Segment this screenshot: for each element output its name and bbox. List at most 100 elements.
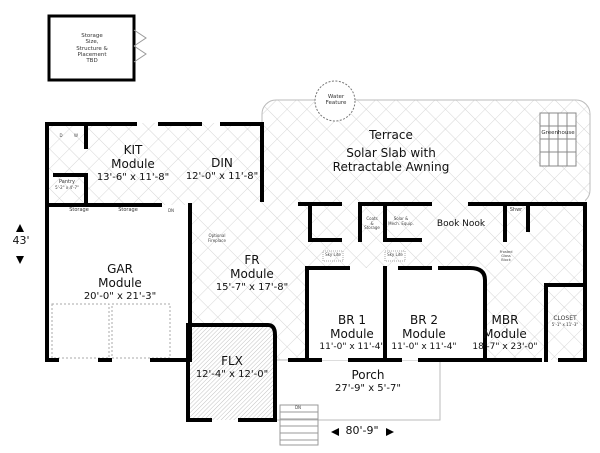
- flx-room-label: FLX 12'-4" x 12'-0": [195, 354, 269, 380]
- storage-label: Storage: [118, 207, 138, 213]
- room-name: BR 1: [337, 313, 367, 327]
- width-dimension: 80'-9": [345, 424, 379, 437]
- shed-door: [133, 29, 147, 63]
- depth-dimension: 43': [12, 234, 30, 247]
- terrace-label: Terrace Solar Slab with Retractable Awni…: [332, 128, 450, 174]
- garage-floor: [47, 218, 188, 358]
- label-line: Solar Slab with: [346, 145, 436, 160]
- br1-room-label: BR 1 Module 11'-0" x 11'-4": [319, 313, 385, 352]
- width-arrow-left-icon: [331, 428, 339, 436]
- room-name: CLOSET: [553, 315, 577, 322]
- solar-mech-label: Solar &Mech. Equip.: [388, 216, 414, 226]
- porch-floor: [274, 359, 441, 421]
- room-name: Terrace: [369, 128, 413, 142]
- din-room-label: DIN 12'-0" x 11'-8": [185, 156, 259, 182]
- room-name: BR 2: [409, 313, 439, 327]
- kitchen-floor: [45, 123, 190, 205]
- room-dims: 18'-7" x 23'-0": [472, 341, 538, 352]
- room-dims: 13'-6" x 11'-8": [96, 171, 170, 183]
- room-module: Module: [402, 326, 446, 341]
- room-name: KIT: [123, 143, 143, 157]
- room-dims: 12'-4" x 12'-0": [195, 368, 269, 380]
- fr-room-label: FR Module 15'-7" x 17'-8": [215, 253, 289, 293]
- mbr-room-label: MBR Module 18'-7" x 23'-0": [472, 313, 538, 352]
- shed-line: Placement: [77, 51, 107, 58]
- bedroom-floor: [307, 268, 485, 360]
- garage-door: [111, 303, 171, 359]
- room-dims: 5'-2" x 4'-7": [55, 184, 79, 190]
- depth-arrow-up-icon: [16, 224, 24, 232]
- storage-shed: [47, 14, 136, 82]
- room-module: Module: [98, 275, 142, 290]
- flx-floor: [188, 325, 275, 420]
- porch-stairs: [279, 404, 319, 446]
- room-dims: 5'-1" x 11'-3": [551, 321, 579, 327]
- down-stair-label: DN: [167, 208, 175, 213]
- room-name: GAR: [107, 262, 133, 276]
- label-line: Fireplace: [208, 237, 226, 243]
- shed-line: Storage: [81, 33, 103, 39]
- room-dims: 11'-0" x 11'-4": [391, 341, 457, 352]
- room-name: DIN: [211, 156, 233, 170]
- shower-label: Shwr: [509, 207, 523, 213]
- garage-door: [51, 303, 110, 359]
- skylite-label: Sky Lite: [387, 252, 403, 257]
- closet-label: CLOSET 5'-1" x 11'-3": [551, 315, 579, 327]
- label-line: Solar &: [393, 216, 409, 221]
- label-line: Coats: [366, 216, 378, 221]
- shed-line: TBD: [86, 58, 98, 65]
- hall-floor: [302, 204, 585, 254]
- down-stair-label: DN: [294, 405, 302, 410]
- room-name: MBR: [491, 313, 519, 327]
- skylite: [384, 250, 406, 262]
- book-nook-label: Book Nook: [436, 219, 486, 229]
- storage-label: Storage: [69, 207, 89, 213]
- room-name: Pantry: [58, 179, 75, 185]
- room-name: FR: [244, 253, 260, 267]
- room-dims: 12'-0" x 11'-8": [185, 170, 259, 182]
- room-module: Module: [230, 266, 274, 281]
- label-line: Frosted: [499, 250, 513, 254]
- room-module: Module: [330, 326, 374, 341]
- greenhouse: [539, 112, 577, 167]
- room-name: FLX: [221, 354, 243, 368]
- gar-room-label: GAR Module 20'-0" x 21'-3": [83, 262, 157, 302]
- walls: [45, 122, 587, 422]
- label-line: Optional: [208, 233, 226, 238]
- label-line: Feature: [325, 100, 347, 107]
- label-line: Retractable Awning: [332, 159, 450, 174]
- room-module: Module: [111, 156, 155, 171]
- porch-label: Porch 27'-9" x 5'-7": [334, 368, 402, 394]
- kit-room-label: KIT Module 13'-6" x 11'-8": [96, 143, 170, 183]
- water-feature: [314, 80, 356, 122]
- room-dims: 15'-7" x 17'-8": [215, 281, 289, 293]
- washer-label: W: [74, 133, 78, 138]
- shed-label: Storage Size, Structure & Placement TBD: [76, 33, 108, 65]
- shed-line: Structure &: [76, 45, 108, 52]
- greenhouse-label: Greenhouse: [541, 130, 575, 136]
- room-dims: 11'-0" x 11'-4": [319, 341, 385, 352]
- skylite-label: Sky Lite: [325, 252, 341, 257]
- shed-line: Size,: [85, 39, 99, 46]
- label-line: Glass: [501, 254, 511, 259]
- coats-storage-label: Coats&Storage: [364, 216, 380, 231]
- skylite: [322, 250, 344, 262]
- room-dims: 20'-0" x 21'-3": [83, 290, 157, 302]
- dryer-label: D: [59, 133, 63, 138]
- label-line: Mech. Equip.: [388, 220, 414, 226]
- label-line: Storage: [364, 225, 380, 231]
- room-dims: 27'-9" x 5'-7": [334, 382, 402, 394]
- room-name: Porch: [351, 368, 385, 382]
- room-module: Module: [483, 326, 527, 341]
- br2-room-label: BR 2 Module 11'-0" x 11'-4": [391, 313, 457, 352]
- depth-arrow-down-icon: [16, 256, 24, 264]
- label-line: &: [370, 220, 374, 226]
- label-line: Water: [327, 94, 345, 100]
- width-arrow-right-icon: [386, 428, 394, 436]
